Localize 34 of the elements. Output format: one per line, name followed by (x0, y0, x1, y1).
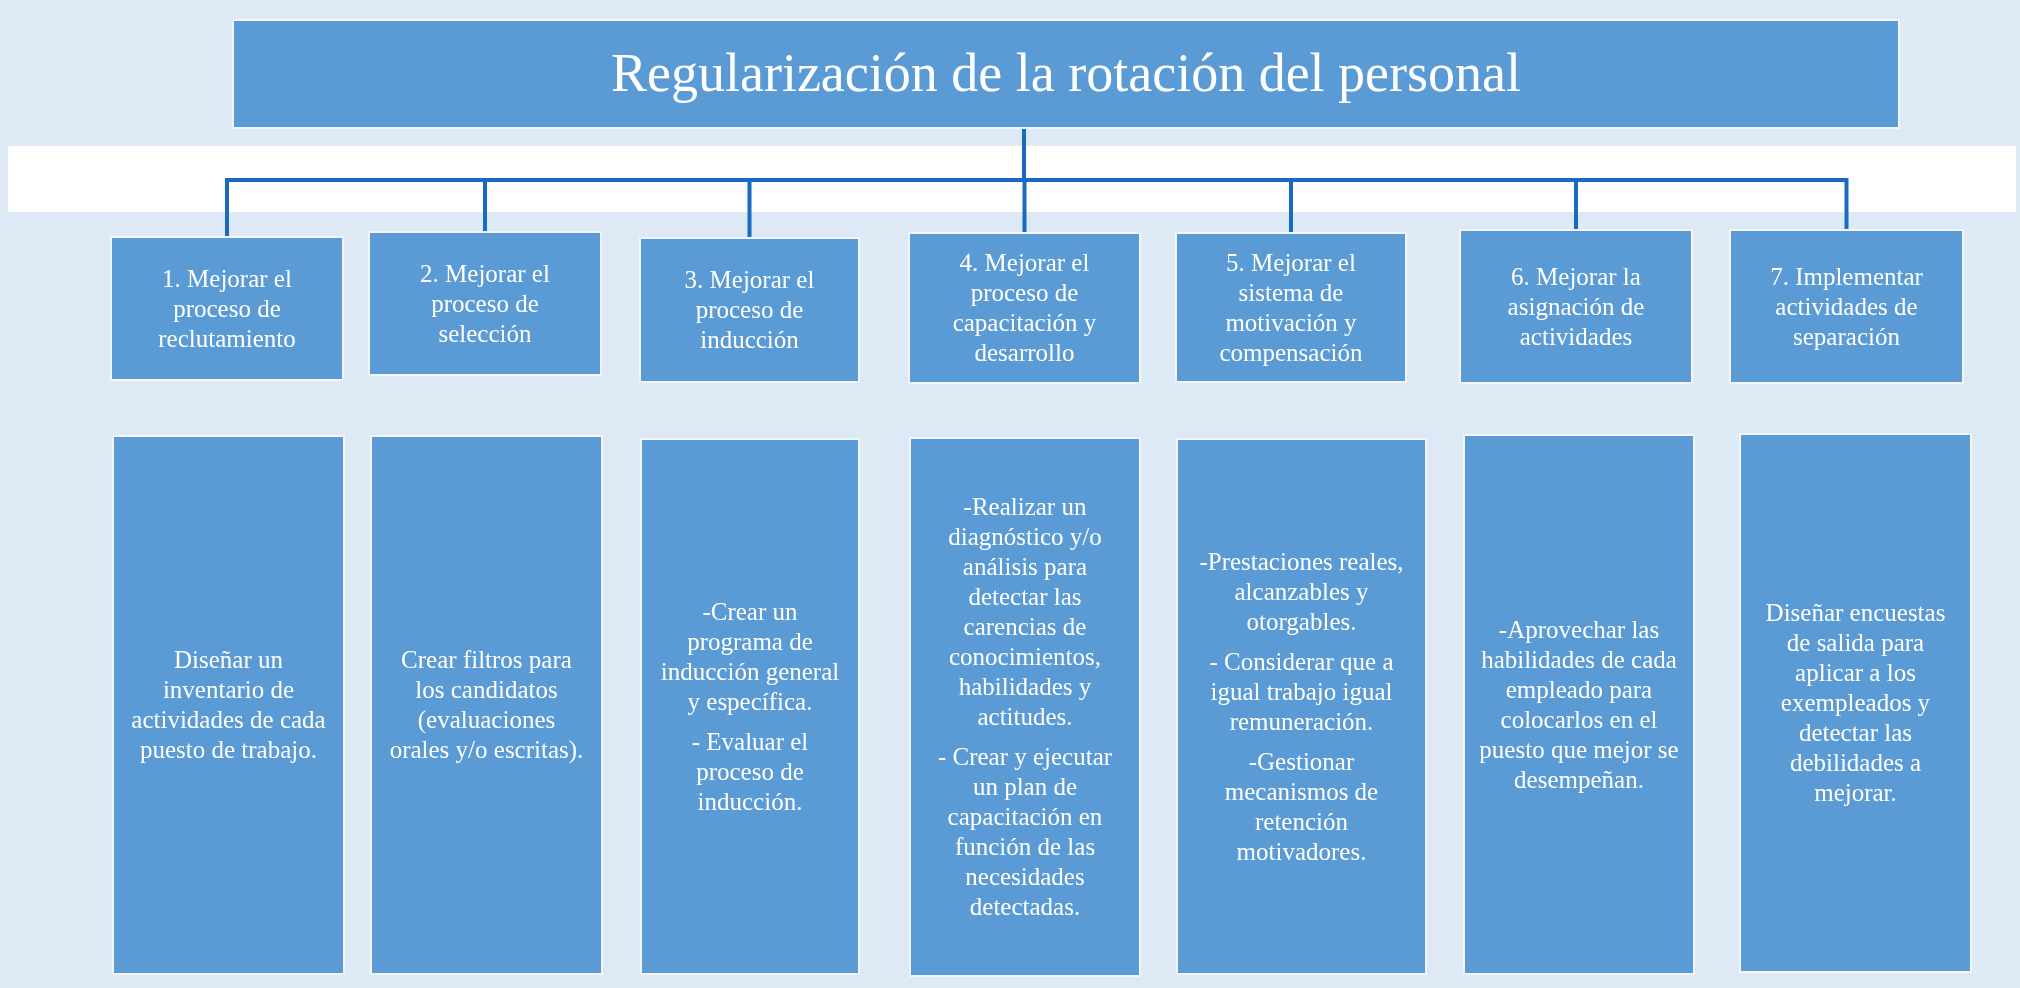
process-box (908, 232, 1141, 384)
process-box (640, 438, 860, 975)
box-text: -Crear un programa de inducción general y específica. (659, 596, 841, 717)
box-text: 1. Mejorar el proceso de reclutamiento (157, 263, 297, 354)
box-text: -Gestionar mecanismos de retención motivadores. (1223, 746, 1380, 867)
process-box (1463, 434, 1695, 975)
process-box (370, 435, 603, 975)
box-text: -Realizar un diagnóstico y/o análisis para detectar las carencias de conocimientos, habilidades y actitudes. (947, 492, 1103, 732)
box-text: 6. Mejorar la asignación de actividades (1506, 261, 1646, 352)
process-box (1176, 438, 1427, 975)
process-box (112, 435, 345, 975)
box-text: 3. Mejorar el proceso de inducción (683, 265, 816, 355)
process-box (909, 437, 1141, 977)
box-text: - Considerar que a igual trabajo igual remuneración. (1208, 646, 1395, 737)
box-text: - Crear y ejecutar un plan de capacitación en función de las necesidades detectadas. (936, 742, 1114, 922)
box-text: -Prestaciones reales, alcanzables y otorgables. (1198, 546, 1405, 637)
box-text: Diseñar un inventario de actividades de cada puesto de trabajo. (130, 645, 327, 765)
box-text: 2. Mejorar el proceso de selección (419, 258, 551, 349)
process-box (110, 236, 344, 381)
box-text: 5. Mejorar el sistema de motivación y compensación (1218, 247, 1364, 368)
box-text: Diseñar encuestas de salida para aplicar a los exempleados y detectar las debilidades a mejorar. (1764, 598, 1947, 808)
process-box (1175, 232, 1407, 383)
title-label: Regularización de la rotación del personal (610, 44, 1522, 104)
process-box (1739, 433, 1972, 973)
process-box (368, 231, 602, 376)
title-box (232, 19, 1900, 129)
box-text: 4. Mejorar el proceso de capacitación y desarrollo (951, 248, 1098, 368)
box-text: -Aprovechar las habilidades de cada empleado para colocarlos en el puesto que mejor se desempeñan. (1479, 614, 1679, 795)
box-text: 7. Implementar actividades de separación (1769, 261, 1924, 352)
process-box (1729, 229, 1964, 384)
process-box (1459, 229, 1693, 384)
box-text: Crear filtros para los candidatos (evaluaciones orales y/o escritas). (388, 645, 585, 765)
process-box (639, 237, 860, 383)
box-text: - Evaluar el proceso de inducción. (690, 726, 810, 817)
